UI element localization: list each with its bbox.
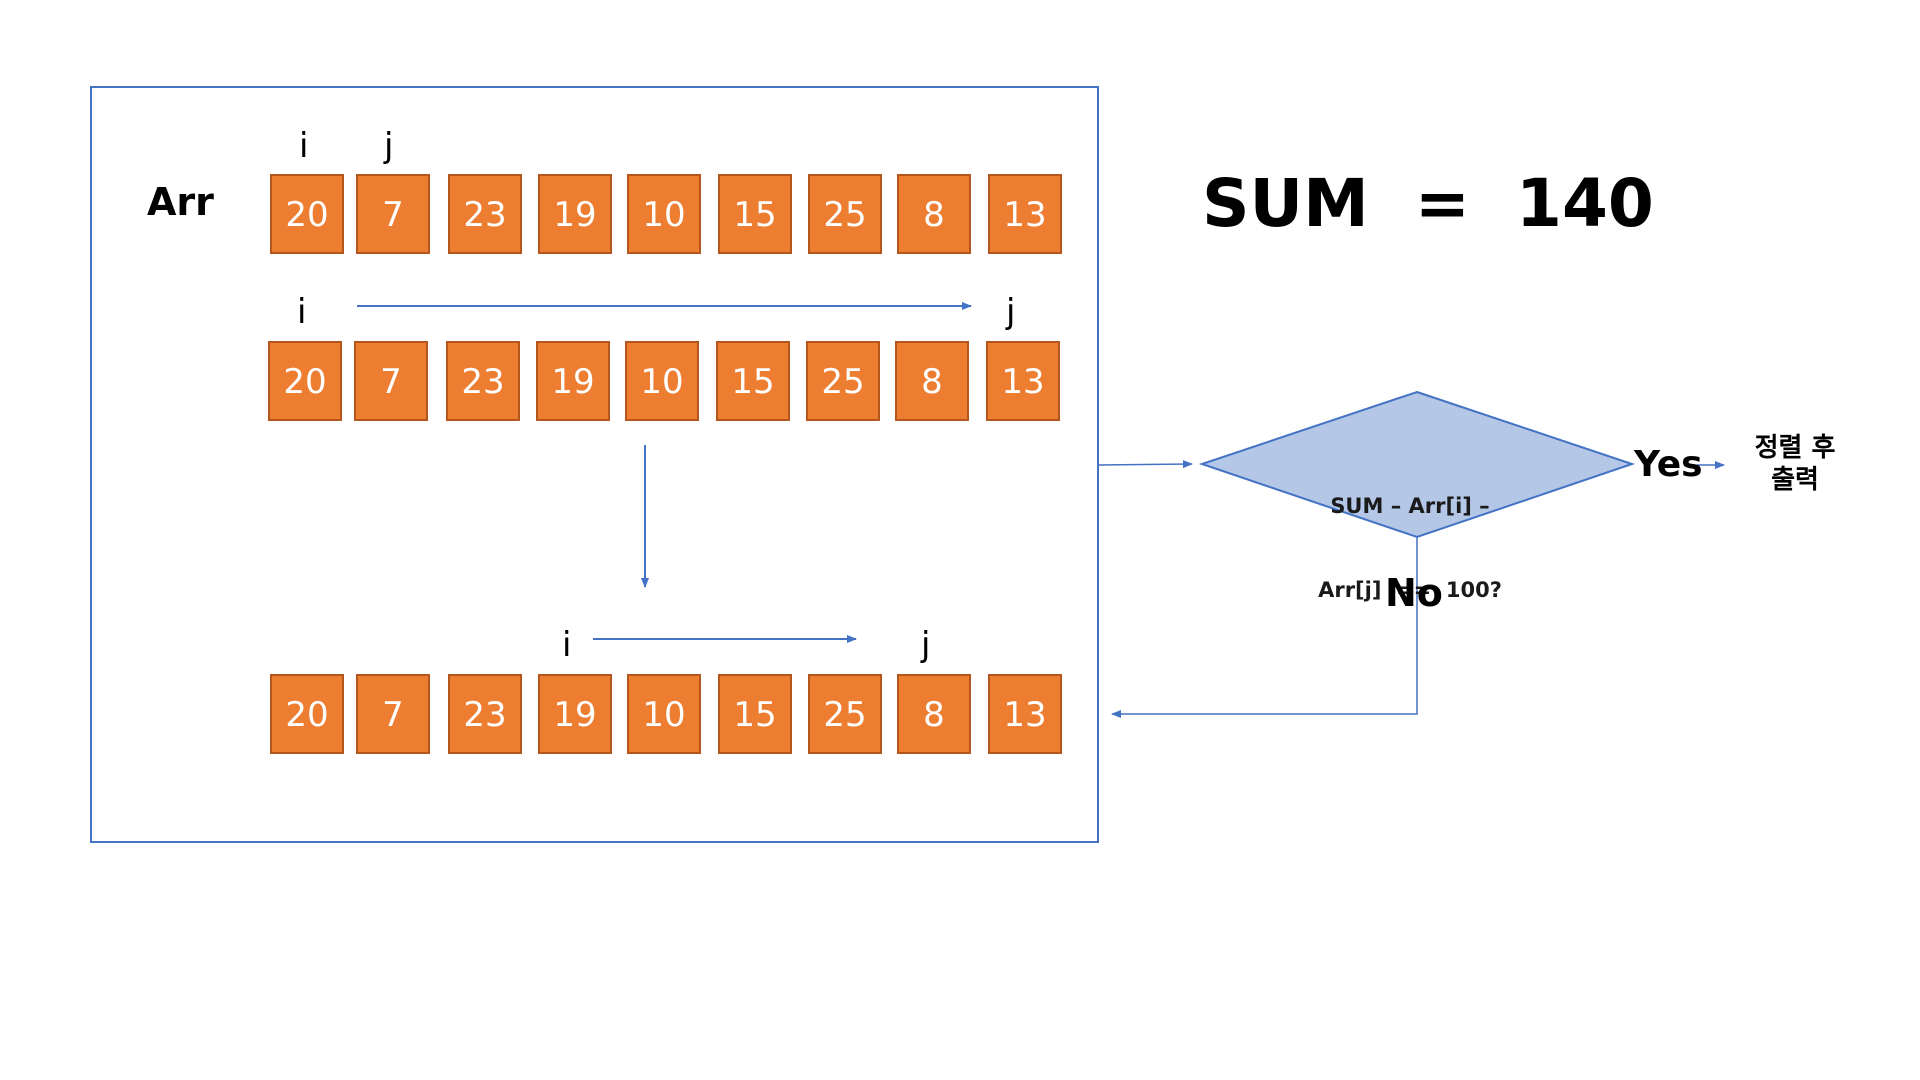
row2-cell: 8 <box>895 341 969 421</box>
row2-pointer-i: i <box>297 292 307 332</box>
row1-pointer-j: j <box>384 126 394 166</box>
row2-pointer-j: j <box>1006 292 1016 332</box>
row3-cell: 19 <box>538 674 612 754</box>
row1-cell: 10 <box>627 174 701 254</box>
row1-cell: 19 <box>538 174 612 254</box>
algorithm-frame <box>90 86 1099 843</box>
row3-pointer-j: j <box>921 625 931 665</box>
row1-cell: 8 <box>897 174 971 254</box>
no-label: No <box>1385 571 1443 615</box>
row1-pointer-i: i <box>299 126 309 166</box>
row1-cell: 23 <box>448 174 522 254</box>
row2-cell: 13 <box>986 341 1060 421</box>
to-decision-arrow <box>1098 460 1193 469</box>
row3-cell: 13 <box>988 674 1062 754</box>
row3-pointer-i: i <box>562 625 572 665</box>
decision-line-1: SUM – Arr[i] – <box>1330 494 1490 518</box>
decision-line-2: Arr[j] == 100? <box>1318 578 1502 602</box>
row2-cell: 15 <box>716 341 790 421</box>
row2-cell: 7 <box>354 341 428 421</box>
result-line-2: 출력 <box>1771 465 1819 495</box>
row1-cell: 25 <box>808 174 882 254</box>
row2-cell: 10 <box>625 341 699 421</box>
no-loop-arrow <box>1111 537 1418 718</box>
row3-cell: 25 <box>808 674 882 754</box>
row3-cell: 23 <box>448 674 522 754</box>
sum-label: SUM = 140 <box>1202 165 1654 242</box>
array-label: Arr <box>147 180 214 224</box>
row2-cell: 23 <box>446 341 520 421</box>
row1-cell: 7 <box>356 174 430 254</box>
yes-label: Yes <box>1634 444 1703 485</box>
row1-cell: 13 <box>988 174 1062 254</box>
row3-cell: 10 <box>627 674 701 754</box>
row1-cell: 20 <box>270 174 344 254</box>
result-label: 정렬 후 출력 <box>1740 432 1850 496</box>
row2-cell: 19 <box>536 341 610 421</box>
row1-cell: 15 <box>718 174 792 254</box>
row3-cell: 7 <box>356 674 430 754</box>
row3-cell: 8 <box>897 674 971 754</box>
row3-cell: 15 <box>718 674 792 754</box>
row2-cell: 25 <box>806 341 880 421</box>
row2-cell: 20 <box>268 341 342 421</box>
result-line-1: 정렬 후 <box>1754 433 1836 463</box>
row3-cell: 20 <box>270 674 344 754</box>
decision-text: SUM – Arr[i] – Arr[j] == 100? <box>1260 436 1560 660</box>
